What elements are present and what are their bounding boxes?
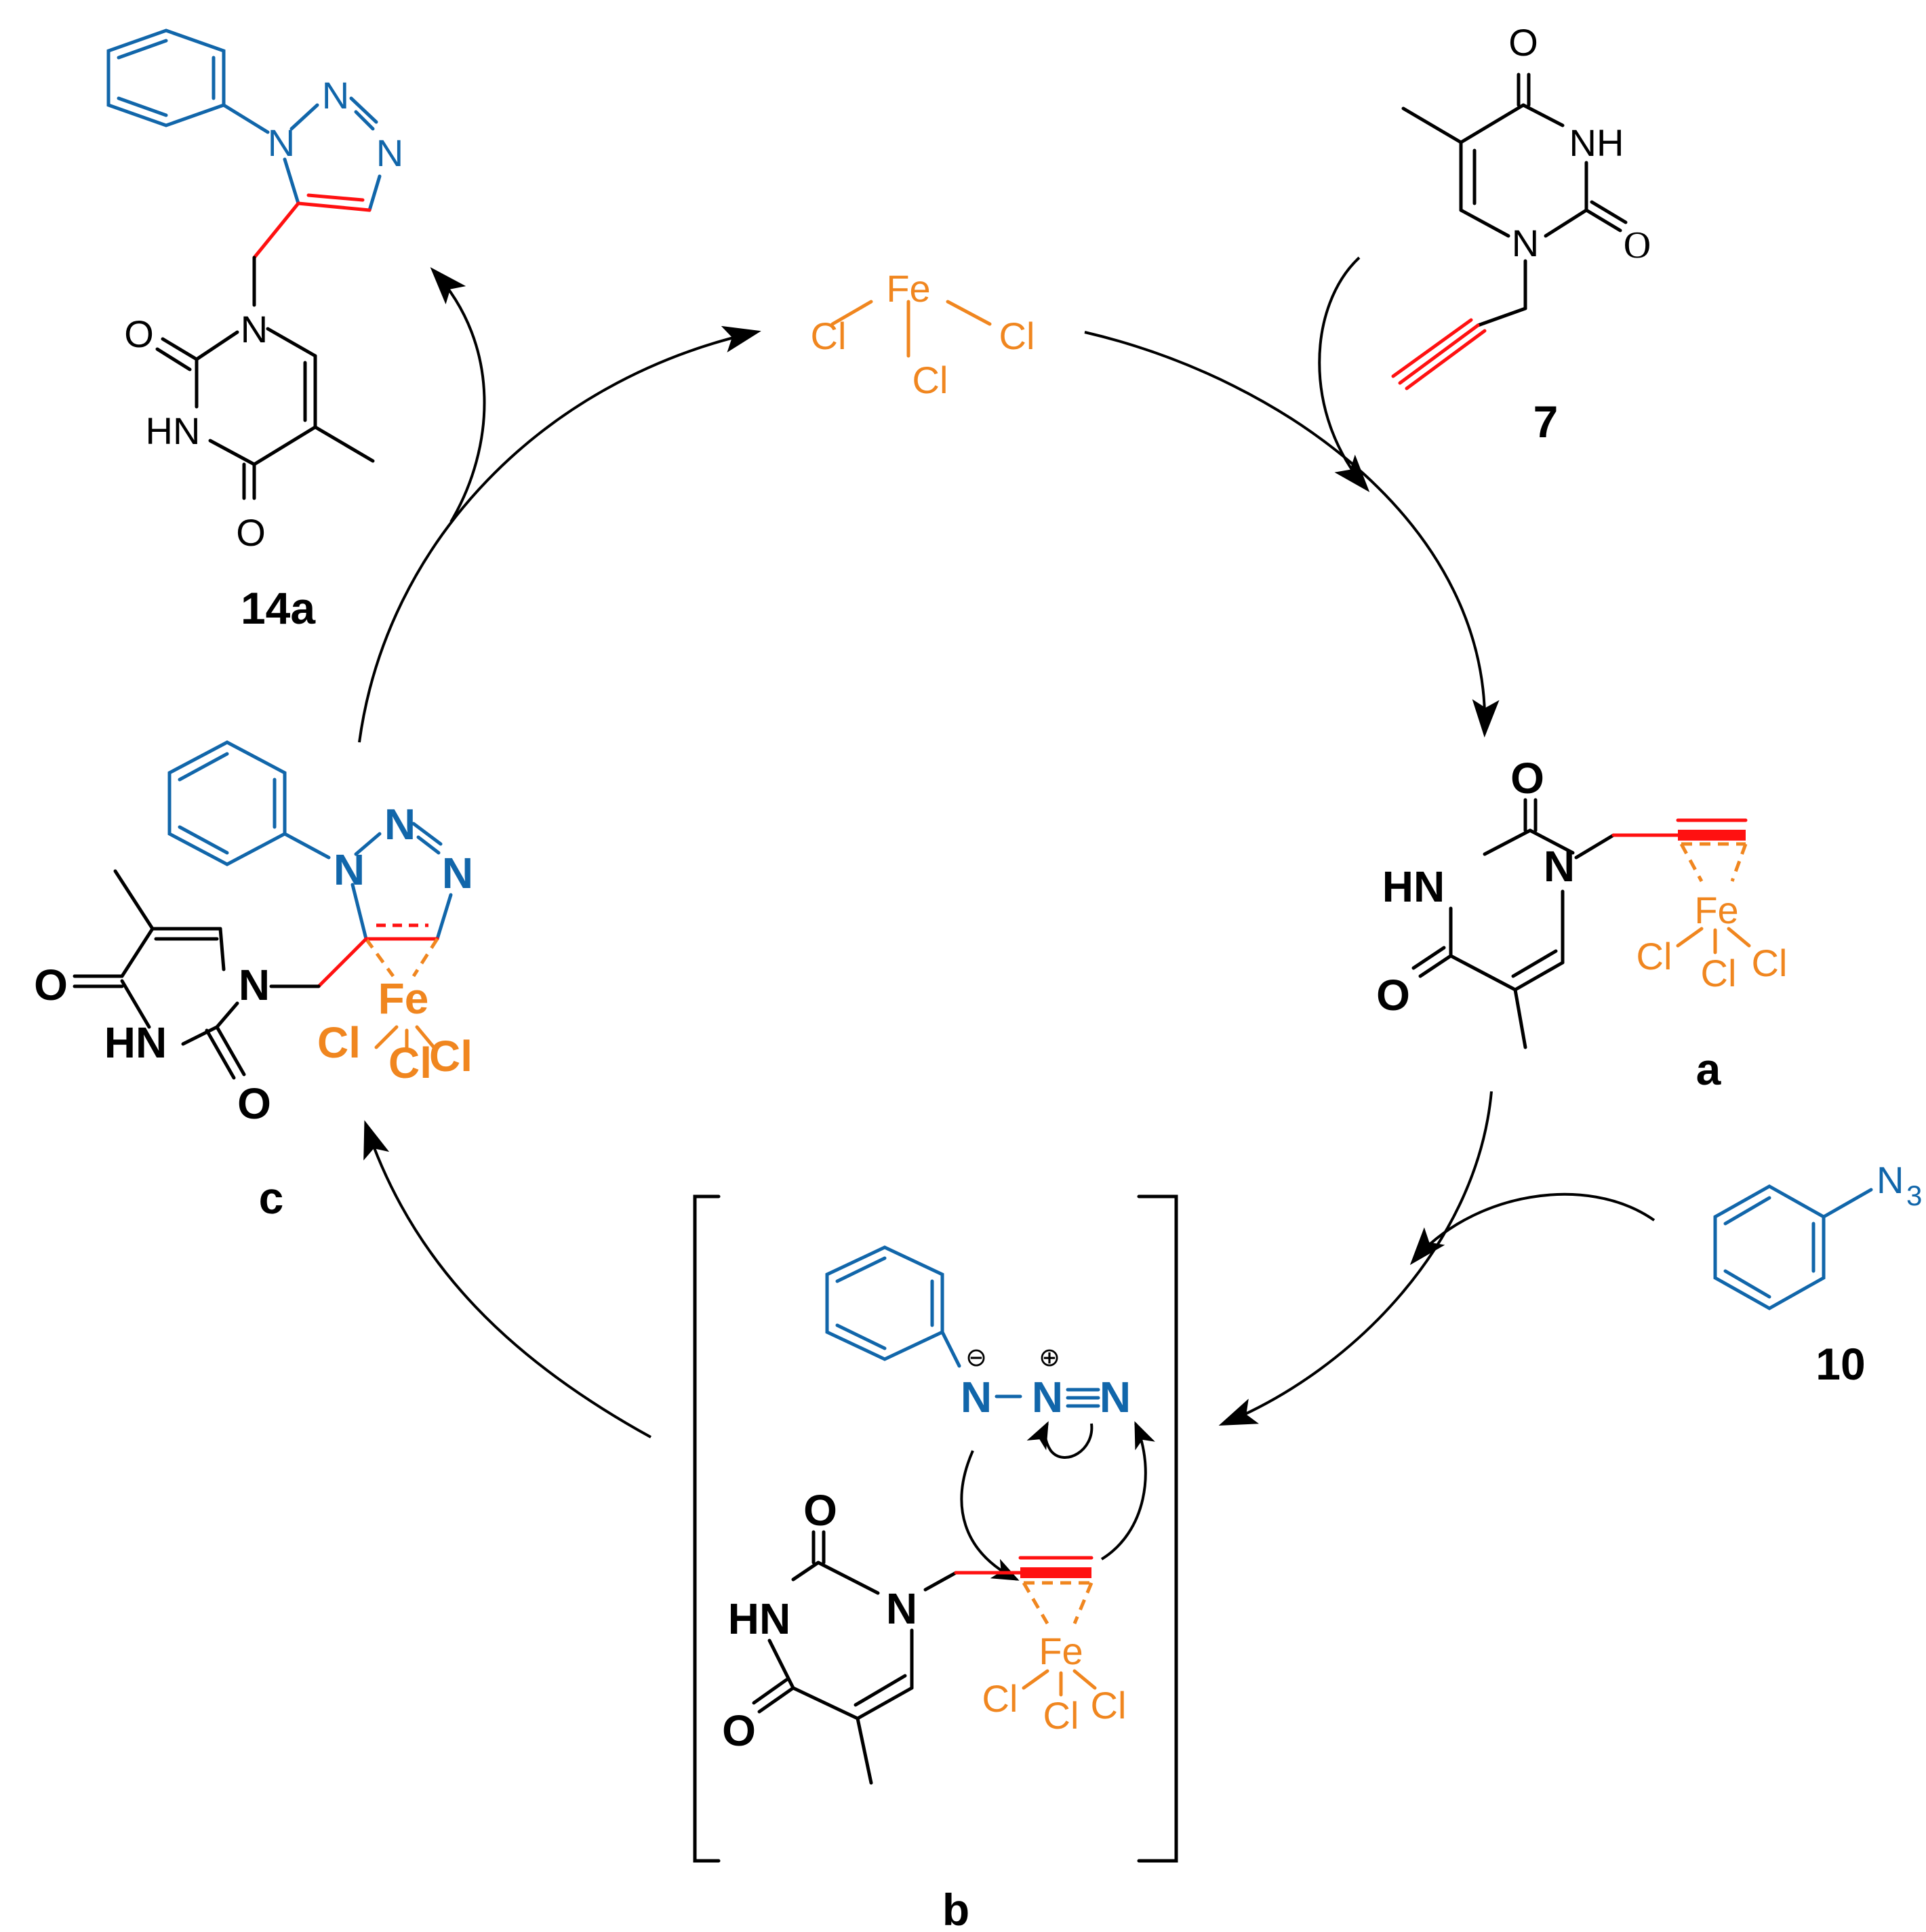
cl-atom-label: Cl xyxy=(1637,935,1672,978)
positive-charge: ⊕ xyxy=(1039,1344,1060,1372)
cl-atom-label: Cl xyxy=(1701,952,1737,994)
hn-label: HN xyxy=(728,1594,790,1643)
intermediate-a-structure: O HN N O Fe Cl Cl Cl xyxy=(1376,754,1788,1049)
n-atom-label: N xyxy=(239,961,270,1009)
o-atom-label: O xyxy=(34,961,68,1009)
hn-label: HN xyxy=(146,409,201,452)
o-atom-label: O xyxy=(1508,21,1538,64)
negative-charge: ⊖ xyxy=(965,1344,987,1372)
cl-atom-label: Cl xyxy=(999,315,1035,357)
arrow-a-to-b xyxy=(1218,1091,1493,1426)
n-atom-label: N xyxy=(376,132,403,174)
arrow-catalyst-to-a xyxy=(1084,331,1500,738)
n-atom-label: N xyxy=(1512,222,1539,264)
n-atom-label: N xyxy=(334,845,365,894)
cl-atom-label: Cl xyxy=(912,359,948,401)
arrow-b-to-c xyxy=(363,1120,651,1438)
o-atom-label: O xyxy=(236,511,266,554)
arrow-c-to-catalyst xyxy=(358,325,761,743)
intermediate-b-bracket xyxy=(693,1194,1178,1863)
azide-subscript: 3 xyxy=(1906,1180,1922,1211)
n-atom-label: N xyxy=(241,308,268,350)
fe-atom-label: Fe xyxy=(378,974,429,1023)
n-atom-label: N xyxy=(384,800,416,849)
intermediate-b-structure: N N N ⊖ ⊕ O N HN O Fe Cl xyxy=(722,1245,1155,1785)
n-atom-label: N xyxy=(1100,1373,1131,1422)
o-atom-label: O xyxy=(237,1079,271,1128)
n-atom-label: N xyxy=(268,121,295,164)
o-atom-label: O xyxy=(1624,224,1651,266)
o-atom-label: O xyxy=(803,1486,837,1535)
n-atom-label: N xyxy=(961,1373,992,1422)
nh-label: NH xyxy=(1569,121,1624,164)
n-atom-label: N xyxy=(886,1584,917,1633)
compound-7-label: 7 xyxy=(1533,397,1559,447)
cl-atom-label: Cl xyxy=(388,1039,432,1087)
o-atom-label: O xyxy=(722,1706,756,1755)
cl-atom-label: Cl xyxy=(317,1018,361,1067)
fe-atom-label: Fe xyxy=(886,267,930,310)
n-atom-label: N xyxy=(322,74,349,117)
cl-atom-label: Cl xyxy=(982,1677,1018,1720)
compound-14a-label: 14a xyxy=(241,583,316,633)
cl-atom-label: Cl xyxy=(429,1032,473,1081)
compound-10-label: 10 xyxy=(1815,1339,1865,1389)
o-atom-label: O xyxy=(124,313,154,355)
n-atom-label: N xyxy=(442,849,473,898)
arrow-7-in xyxy=(1318,256,1370,493)
product-14a-structure: N N N N O HN O xyxy=(106,28,403,554)
cl-atom-label: Cl xyxy=(811,315,847,357)
cl-atom-label: Cl xyxy=(1752,942,1788,984)
cl-atom-label: Cl xyxy=(1043,1694,1079,1737)
intermediate-c-label: c xyxy=(259,1173,284,1223)
fe-atom-label: Fe xyxy=(1694,889,1738,931)
fe-atom-label: Fe xyxy=(1039,1630,1083,1672)
phenyl-azide-10-structure: N 3 xyxy=(1713,1159,1922,1310)
intermediate-b-label: b xyxy=(942,1885,969,1932)
cl-atom-label: Cl xyxy=(1091,1684,1127,1727)
arrow-14a-out xyxy=(430,267,486,523)
intermediate-c-structure: N N N N O HN O Fe Cl Cl Cl xyxy=(34,740,473,1128)
cycle-arrows xyxy=(358,256,1656,1438)
n-atom-label: N xyxy=(1032,1373,1063,1422)
arrow-10-in xyxy=(1409,1192,1656,1266)
intermediate-a-label: a xyxy=(1696,1044,1722,1094)
compound-7-structure: O NH N O xyxy=(1391,21,1651,390)
n-atom-label: N xyxy=(1544,842,1575,891)
azide-n-label: N xyxy=(1877,1159,1904,1201)
o-atom-label: O xyxy=(1510,754,1544,803)
o-atom-label: O xyxy=(1376,971,1410,1020)
hn-label: HN xyxy=(104,1018,167,1067)
hn-label: HN xyxy=(1382,862,1445,911)
fecl3-catalyst: Fe Cl Cl Cl xyxy=(811,267,1035,401)
